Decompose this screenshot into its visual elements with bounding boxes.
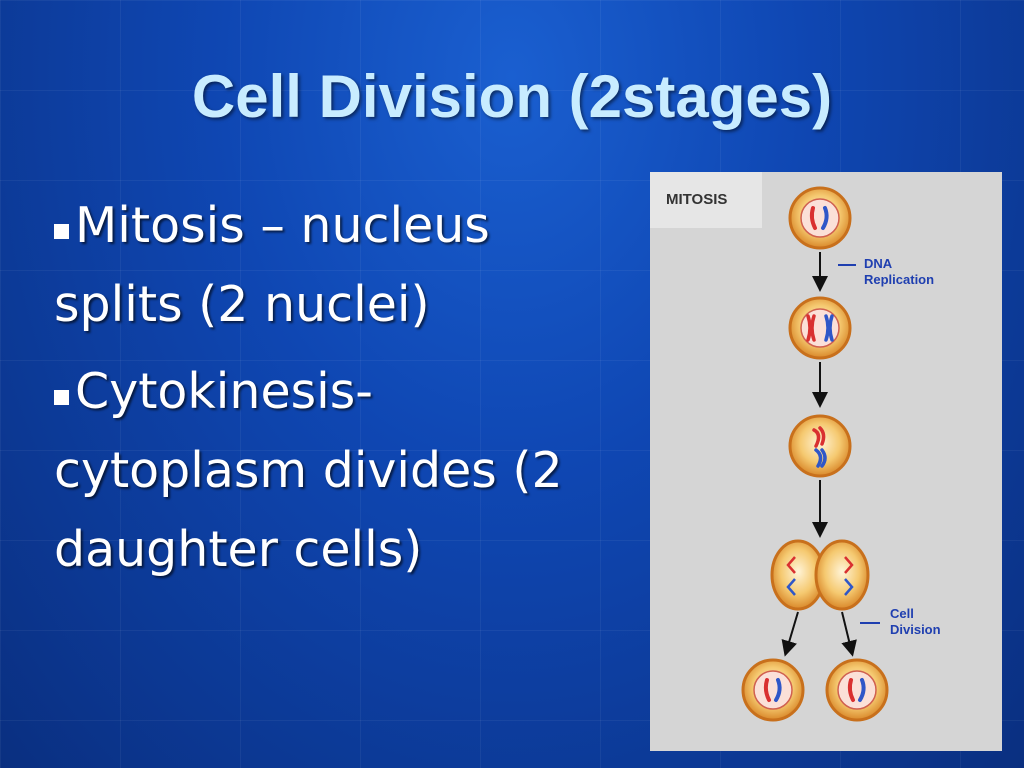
mitosis-diagram: MITOSIS DNA Replication	[650, 172, 1002, 751]
arrow-left	[781, 611, 799, 657]
slide-title: Cell Division (2stages)	[191, 63, 833, 130]
square-bullet-icon	[54, 390, 69, 405]
bullet-list: Mitosis – nucleus splits (2 nuclei) Cyto…	[54, 186, 614, 597]
annotation-replication-1: DNA	[864, 256, 893, 271]
mitosis-svg: MITOSIS DNA Replication	[650, 172, 941, 722]
figure-label: MITOSIS	[666, 191, 727, 208]
bullet-item-cytokinesis: Cytokinesis- cytoplasm divides (2 daught…	[54, 352, 614, 589]
bullet-item-mitosis: Mitosis – nucleus splits (2 nuclei)	[54, 186, 614, 344]
cell-replicated	[788, 296, 852, 360]
cell-interphase	[788, 186, 852, 250]
label-box	[650, 172, 762, 228]
bullet-text: Cytokinesis- cytoplasm divides (2 daught…	[54, 363, 563, 578]
arrow-right	[841, 611, 857, 657]
cell-metaphase	[788, 414, 852, 478]
daughter-cell-left	[741, 658, 805, 722]
square-bullet-icon	[54, 224, 69, 239]
annotation-division-2: Division	[890, 622, 941, 637]
annotation-division-1: Cell	[890, 606, 914, 621]
bullet-text: Mitosis – nucleus splits (2 nuclei)	[54, 197, 490, 333]
annotation-replication-2: Replication	[864, 272, 934, 287]
daughter-cell-right	[825, 658, 889, 722]
cell-dividing	[770, 539, 870, 611]
